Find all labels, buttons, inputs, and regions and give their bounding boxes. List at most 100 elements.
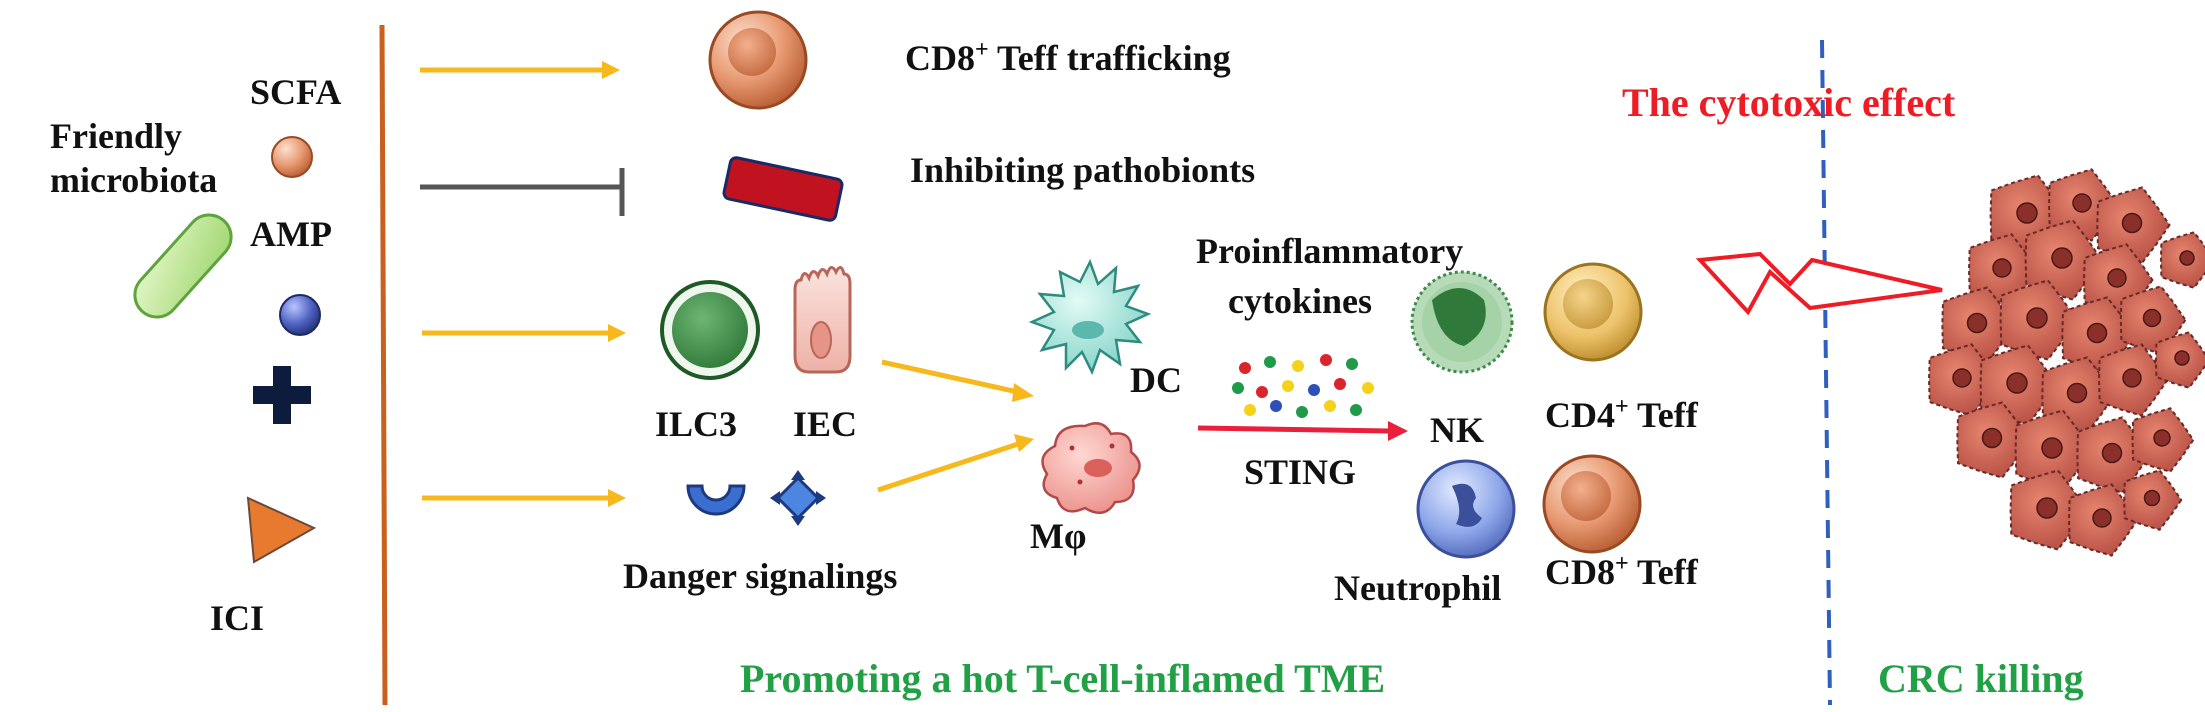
tumor-nucleus	[1952, 368, 1972, 388]
nk-cell-icon	[1410, 270, 1514, 374]
tumor-nucleus	[2016, 202, 2038, 224]
tumor-nucleus	[1981, 427, 2003, 449]
cytokine-dot	[1346, 358, 1358, 370]
tumor-nucleus	[2179, 250, 2195, 266]
cytokine-dot	[1350, 404, 1362, 416]
tumor-nucleus	[2092, 508, 2112, 528]
cd4-teff-label: CD4+ Teff	[1545, 394, 1699, 435]
crc-killing-label: CRC killing	[1878, 656, 2084, 701]
tumor-nucleus	[2121, 212, 2143, 234]
tumor-cluster-icon	[1927, 168, 2205, 557]
iec-cell-icon	[793, 266, 852, 374]
tumor-nucleus	[1992, 258, 2012, 278]
cd4-teff-superscript: +	[1615, 394, 1629, 420]
arrow-to-danger	[422, 489, 626, 507]
cd8-trafficking-label: CD8+ Teff trafficking	[905, 37, 1231, 78]
arrow-to-dc	[881, 359, 1034, 402]
bacteria-rod-icon	[133, 213, 233, 319]
arrow-to-macrophage	[877, 434, 1034, 493]
proinflammatory-label-2: cytokines	[1228, 281, 1372, 321]
nk-label: NK	[1430, 410, 1484, 450]
macrophage-icon	[1041, 422, 1141, 515]
inhibit-bar-arrow	[420, 168, 625, 216]
friendly-microbiota-label-2: microbiota	[50, 160, 217, 200]
cytokine-dot	[1244, 404, 1256, 416]
cytokine-dot	[1270, 400, 1282, 412]
cytokine-dot	[1308, 384, 1320, 396]
tumor-nucleus	[2041, 437, 2063, 459]
cytokine-dot	[1324, 400, 1336, 412]
divider-line	[379, 24, 388, 706]
cd8-cell-icon	[708, 10, 808, 110]
tumor-nucleus	[2107, 268, 2127, 288]
tumor-nucleus	[2174, 350, 2190, 366]
danger-signalings-label: Danger signalings	[623, 556, 897, 596]
cytokine-dot	[1232, 382, 1244, 394]
danger-diamond-icon	[770, 470, 826, 526]
macrophage-label: Mφ	[1030, 516, 1086, 556]
amp-molecule-icon	[279, 294, 321, 336]
tumor-nucleus	[2072, 193, 2092, 213]
cross-icon	[253, 366, 311, 424]
cd4-teff-suffix: Teff	[1629, 395, 1699, 435]
tumor-nucleus	[2142, 308, 2162, 328]
cd4-teff-icon	[1543, 262, 1643, 362]
dashed-separator	[1820, 39, 1832, 706]
cd8-trafficking-superscript: +	[975, 37, 989, 63]
ilc3-cell-icon	[660, 280, 760, 380]
tumor-nucleus	[2143, 489, 2161, 507]
cytokine-dot	[1282, 380, 1294, 392]
cytokine-dot	[1296, 406, 1308, 418]
cytokine-dot	[1292, 360, 1304, 372]
tumor-nucleus	[2026, 307, 2048, 329]
cd8-teff-superscript: +	[1615, 551, 1629, 577]
tumor-nucleus	[2066, 382, 2088, 404]
amp-label: AMP	[250, 214, 332, 254]
dendritic-cell-icon	[1028, 258, 1152, 376]
arrow-to-ilc3	[422, 324, 626, 342]
cd8-teff-prefix: CD8	[1545, 552, 1615, 592]
danger-cup-icon	[686, 484, 746, 516]
tumor-nucleus	[2086, 322, 2108, 344]
iec-label: IEC	[793, 404, 857, 444]
tumor-nucleus	[1966, 312, 1988, 334]
cytokine-dot	[1239, 362, 1251, 374]
tumor-nucleus	[2153, 429, 2171, 447]
inhibiting-pathobionts-label: Inhibiting pathobionts	[910, 150, 1255, 190]
sting-arrow	[1197, 421, 1408, 441]
tumor-nucleus	[2006, 372, 2028, 394]
triangle-icon	[246, 496, 317, 564]
cytokine-dot	[1264, 356, 1276, 368]
scfa-label: SCFA	[250, 72, 341, 112]
cd8-trafficking-suffix: Teff trafficking	[989, 38, 1231, 78]
lightning-icon	[1695, 251, 1943, 316]
tumor-nucleus	[2051, 247, 2073, 269]
arrow-to-cd8-trafficking	[420, 61, 620, 79]
neutrophil-icon	[1416, 459, 1516, 559]
proinflammatory-label-1: Proinflammatory	[1196, 231, 1463, 271]
cytotoxic-effect-label: The cytotoxic effect	[1622, 80, 1956, 125]
tumor-nucleus	[2122, 368, 2142, 388]
tumor-nucleus	[2036, 497, 2058, 519]
cd8-teff-label: CD8+ Teff	[1545, 551, 1699, 592]
cytokine-dot	[1256, 386, 1268, 398]
cd8-teff-icon	[1542, 454, 1642, 554]
pathobiont-rod-icon	[722, 156, 844, 222]
dc-label: DC	[1130, 360, 1182, 400]
friendly-microbiota-label-1: Friendly	[50, 116, 182, 156]
scfa-molecule-icon	[271, 136, 313, 178]
hot-tme-label: Promoting a hot T-cell-inflamed TME	[740, 656, 1385, 701]
neutrophil-label: Neutrophil	[1334, 568, 1501, 608]
sting-label: STING	[1244, 452, 1356, 492]
cd4-teff-prefix: CD4	[1545, 395, 1615, 435]
cytokine-dots-icon	[1232, 354, 1374, 418]
cd8-teff-suffix: Teff	[1629, 552, 1699, 592]
cytokine-dot	[1362, 382, 1374, 394]
ilc3-label: ILC3	[655, 404, 737, 444]
tumor-nucleus	[2101, 442, 2123, 464]
ici-label: ICI	[210, 598, 264, 638]
cd8-trafficking-prefix: CD8	[905, 38, 975, 78]
cytokine-dot	[1334, 378, 1346, 390]
cytokine-dot	[1320, 354, 1332, 366]
